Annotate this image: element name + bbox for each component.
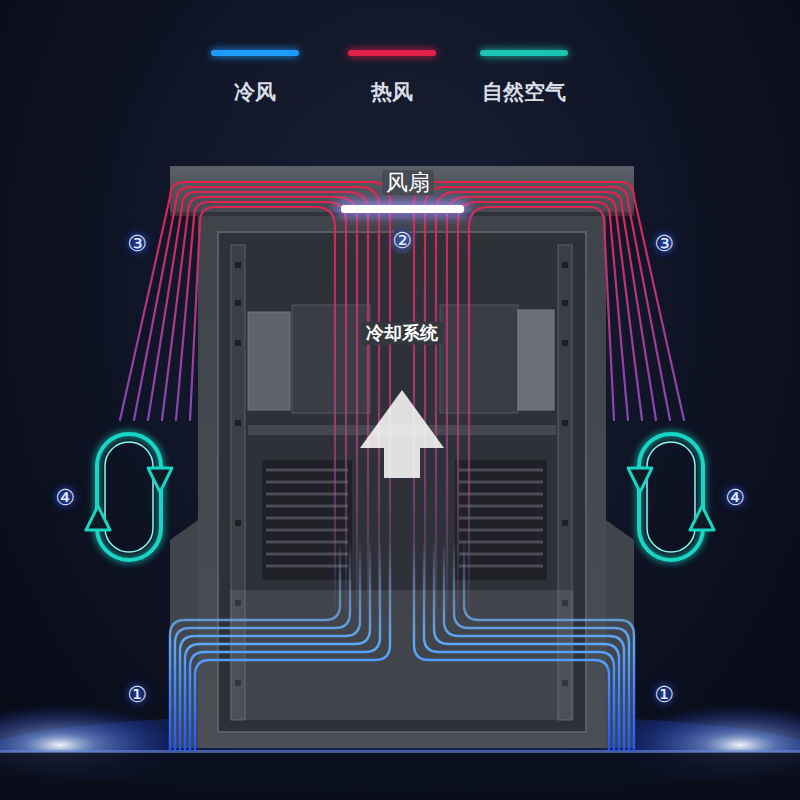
legend-swatch (211, 50, 299, 56)
legend-entry: 冷风 (211, 50, 299, 106)
legend-swatch (348, 50, 436, 56)
callout-number: ② (391, 228, 413, 253)
fan-label: 风扇 (382, 170, 434, 195)
legend-entry: 自然空气 (480, 50, 568, 106)
callout-number: ④ (725, 485, 745, 510)
legend-entry: 热风 (348, 50, 436, 106)
legend-text: 冷风 (234, 78, 276, 106)
legend-text: 自然空气 (482, 78, 566, 106)
callout-number: ③ (654, 231, 674, 256)
legend-swatch (480, 50, 568, 56)
callout-number: ① (654, 682, 674, 707)
callout-number: ① (127, 682, 147, 707)
callout-number: ④ (55, 485, 75, 510)
legend-text: 热风 (371, 78, 413, 106)
system-label: 冷却系统 (361, 322, 443, 345)
callout-number: ③ (127, 231, 147, 256)
